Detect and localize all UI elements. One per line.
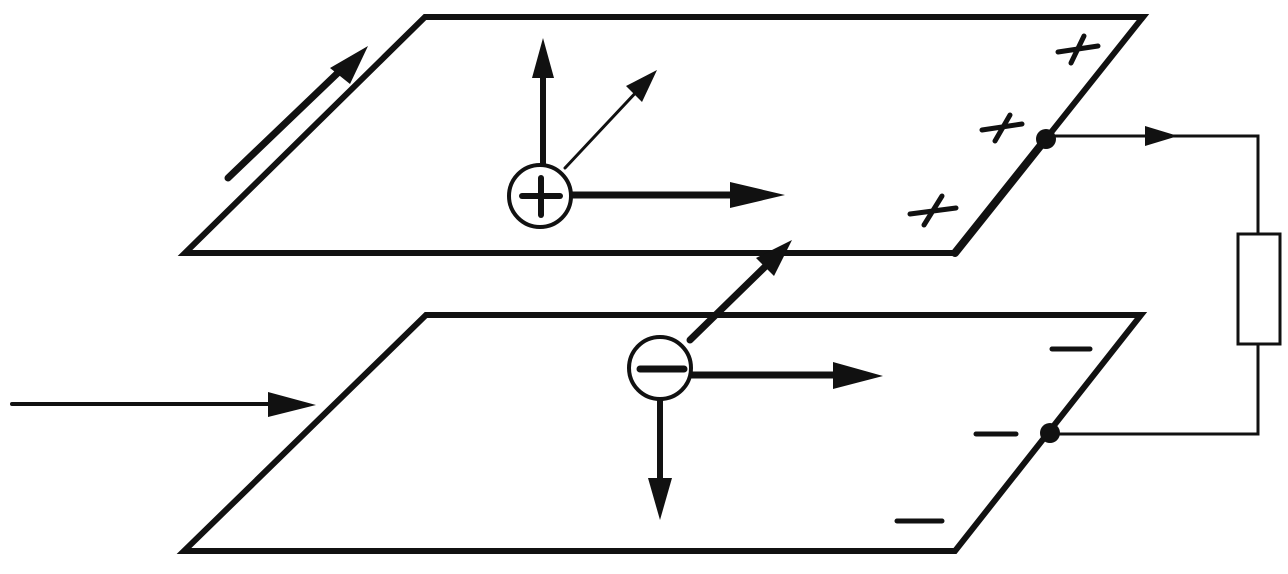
circuit-wire [1046, 134, 1260, 436]
resistor-icon [1236, 232, 1282, 346]
flow-arrow-icon [10, 392, 316, 417]
plus-sign-icon [1055, 33, 1101, 66]
negative-ion-arrow-down [648, 395, 672, 520]
positive-ion-arrow-diagonal [563, 70, 657, 170]
positive-ion-arrow-right [568, 182, 785, 208]
plus-sign-icon [519, 175, 563, 218]
top-plate [177, 14, 1150, 257]
negative-ion-arrow-right [688, 362, 883, 389]
bottom-plate [176, 312, 1148, 554]
plus-sign-icon [907, 193, 959, 228]
negative-ion [627, 335, 693, 401]
positive-ion [507, 163, 573, 229]
current-arrow-icon [1145, 126, 1178, 146]
plus-sign-icon [979, 112, 1025, 144]
flow-arrow-icon [224, 46, 368, 182]
positive-ion-arrow-up [532, 38, 554, 168]
terminal-dot-icon [1036, 129, 1056, 149]
negative-ion-arrow-diagonal [686, 240, 792, 344]
